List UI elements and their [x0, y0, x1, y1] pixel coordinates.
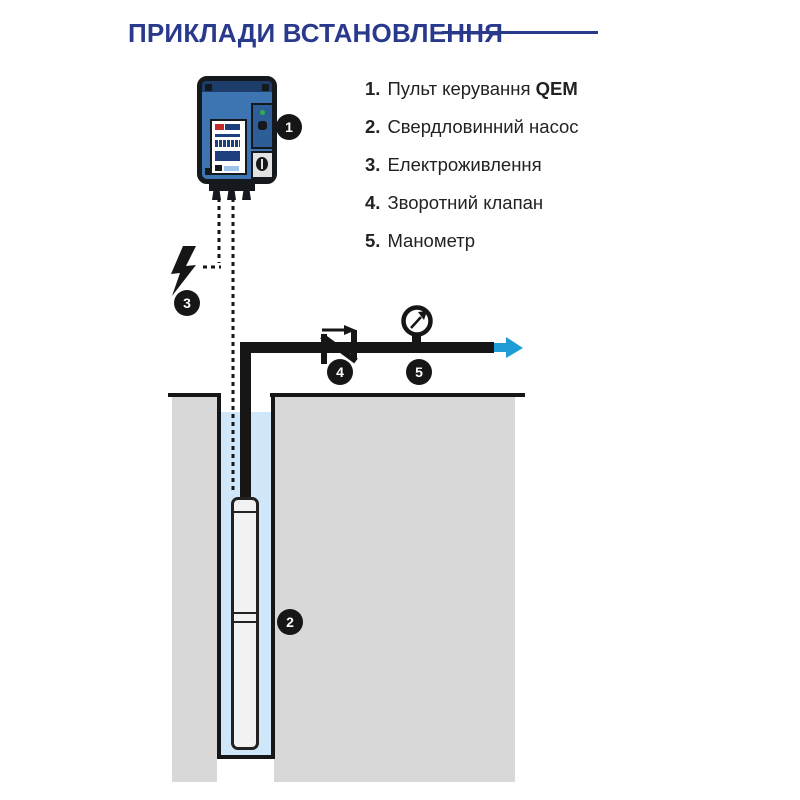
controller-keypad: [251, 103, 274, 149]
legend-num-3: 3.: [365, 154, 381, 175]
qem-controller: [197, 76, 277, 184]
controller-label: [210, 119, 247, 175]
label-bar: [215, 134, 240, 137]
well-casing-bottom: [217, 755, 275, 759]
badge-1: 1: [276, 114, 302, 140]
pump-divider-top: [234, 612, 256, 614]
badge-2: 2: [277, 609, 303, 635]
screw-icon: [262, 84, 269, 91]
legend-list: 1. Пульт керування QEM 2. Свердловинний на…: [365, 70, 579, 260]
led-indicator: [260, 110, 265, 115]
title-rule: [442, 31, 598, 34]
legend-num-2: 2.: [365, 116, 381, 137]
label-red-mark: [215, 124, 224, 130]
badge-4: 4: [327, 359, 353, 385]
flow-arrow-icon: [494, 337, 523, 358]
ground-right: [274, 397, 515, 782]
lightning-icon: [171, 246, 196, 296]
legend-label-4: Зворотний клапан: [387, 192, 544, 213]
pump-divider-bottom: [234, 621, 256, 623]
legend-num-5: 5.: [365, 230, 381, 251]
legend-label-3: Електроживлення: [387, 154, 542, 175]
legend-label-5: Манометр: [387, 230, 476, 251]
well-casing-right: [271, 393, 275, 759]
badge-3: 3: [174, 290, 200, 316]
legend-item-3: 3. Електроживлення: [365, 146, 579, 184]
screw-icon: [205, 168, 212, 175]
legend-label-1: Пульт керування: [387, 78, 536, 99]
label-bar: [224, 166, 239, 171]
controller-button: [258, 121, 267, 130]
legend-num-4: 4.: [365, 192, 381, 213]
legend-item-1: 1. Пульт керування QEM: [365, 70, 579, 108]
label-bar: [215, 151, 240, 161]
ground-left: [172, 397, 217, 782]
well-casing-left: [217, 393, 221, 759]
cable-gland-strip: [209, 184, 255, 191]
pressure-gauge-icon: [401, 305, 433, 343]
legend-item-4: 4. Зворотний клапан: [365, 184, 579, 222]
rotary-switch-icon: [256, 157, 268, 171]
pump-cap-line: [234, 511, 256, 513]
legend-label-2: Свердловинний насос: [387, 116, 579, 137]
badge-5: 5: [406, 359, 432, 385]
cable-gland: [212, 191, 221, 200]
legend-label-1-bold: QEM: [535, 78, 578, 99]
borehole-pump: [231, 497, 259, 750]
label-bar: [225, 124, 240, 130]
legend-item-5: 5. Манометр: [365, 222, 579, 260]
label-bar: [215, 140, 240, 147]
ground-surface-right: [270, 393, 525, 397]
label-bar: [215, 165, 222, 171]
cable-gland: [242, 191, 251, 200]
controller-header-band: [202, 81, 272, 92]
cable-gland: [227, 191, 236, 200]
legend-item-2: 2. Свердловинний насос: [365, 108, 579, 146]
pipe-horizontal: [240, 342, 494, 353]
ground-surface-left: [168, 393, 221, 397]
legend-num-1: 1.: [365, 78, 381, 99]
controller-switch-panel: [251, 151, 274, 179]
page-title: ПРИКЛАДИ ВСТАНОВЛЕННЯ: [128, 18, 504, 48]
screw-icon: [205, 84, 212, 91]
